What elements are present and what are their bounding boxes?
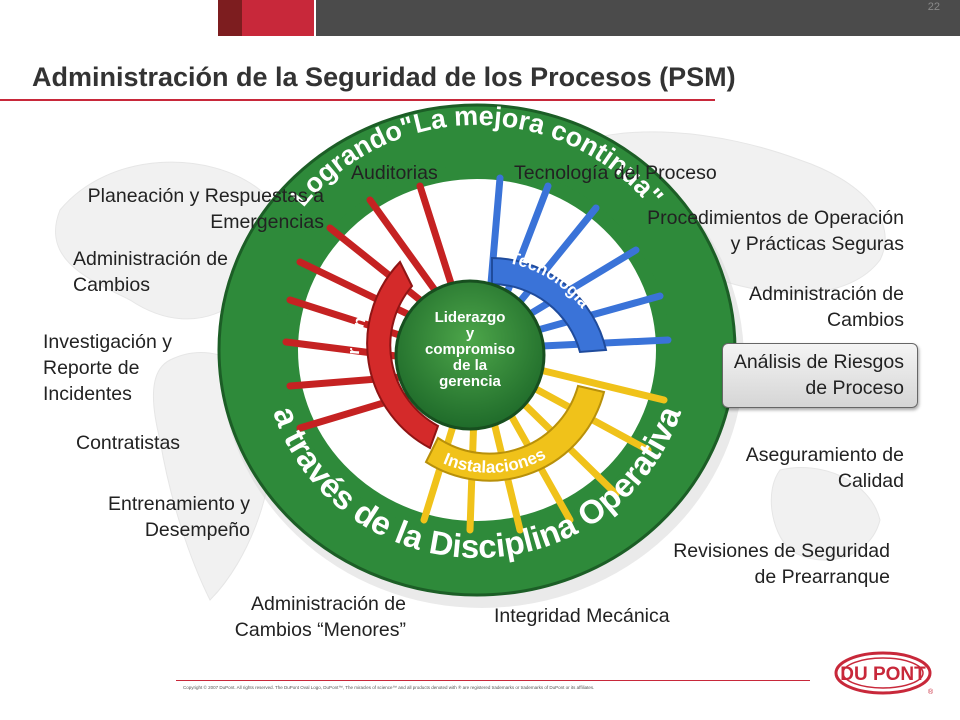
svg-text:®: ®: [928, 688, 933, 696]
label-admin-cambios-left: Administración de Cambios: [73, 246, 228, 298]
label-entrenamiento-line-2: Desempeño: [144, 519, 250, 541]
top-bar-divider: [314, 0, 316, 36]
label-analisis-riesgos-line-2: de Proceso: [805, 377, 904, 399]
label-aseguramiento-line-1: Aseguramiento de: [745, 444, 904, 466]
label-admin-menores-line-2: Cambios “Menores”: [234, 619, 406, 641]
label-integridad: Integridad Mecánica: [494, 603, 670, 629]
label-tecnologia-proceso-line-1: Tecnología del Proceso: [514, 162, 717, 184]
label-tecnologia-proceso: Tecnología del Proceso: [514, 160, 717, 186]
label-procedimientos-line-1: Procedimientos de Operación: [647, 207, 904, 229]
title-underline: [0, 99, 715, 101]
dupont-logo: DU PONT ®: [834, 651, 933, 696]
label-investigacion: Investigación y Reporte de Incidentes: [43, 329, 172, 407]
label-entrenamiento: Entrenamiento y Desempeño: [70, 491, 250, 543]
label-revisiones-line-2: de Prearranque: [754, 566, 890, 588]
label-entrenamiento-line-1: Entrenamiento y: [108, 493, 250, 515]
label-admin-cambios-right-line-2: Cambios: [827, 309, 904, 331]
hub-line-5: gerencia: [439, 373, 501, 390]
top-bar-red-block: [242, 0, 314, 36]
label-planeacion: Planeación y Respuestas a Emergencias: [74, 183, 324, 235]
label-admin-cambios-left-line-1: Administración de: [73, 248, 228, 270]
label-investigacion-line-2: Reporte de: [43, 357, 140, 379]
label-auditorias: Auditorias: [351, 160, 438, 186]
inner-rim: [284, 165, 670, 535]
hub-line-3: compromiso: [425, 341, 515, 358]
label-procedimientos: Procedimientos de Operación y Prácticas …: [604, 205, 904, 257]
label-admin-menores-line-1: Administración de: [251, 593, 406, 615]
label-admin-cambios-right-line-1: Administración de: [749, 283, 904, 305]
svg-text:DU PONT: DU PONT: [840, 664, 926, 685]
label-procedimientos-line-2: y Prácticas Seguras: [730, 233, 904, 255]
footer-line: [176, 680, 810, 681]
slide-title: Administración de la Seguridad de los Pr…: [32, 62, 736, 92]
label-analisis-riesgos-line-1: Análisis de Riesgos: [733, 351, 904, 373]
label-admin-cambios-left-line-2: Cambios: [73, 274, 150, 296]
page-number: 22: [927, 1, 940, 13]
label-revisiones-line-1: Revisiones de Seguridad: [673, 540, 890, 562]
personal-band: [366, 260, 440, 450]
tecnologia-band: [491, 256, 608, 354]
label-planeacion-line-2: Emergencias: [210, 211, 324, 233]
hub-circle: [394, 279, 546, 431]
label-admin-cambios-right: Administración de Cambios: [704, 281, 904, 333]
label-contratistas: Contratistas: [76, 430, 180, 456]
label-analisis-riesgos: Análisis de Riesgos de Proceso: [714, 349, 904, 401]
label-aseguramiento: Aseguramiento de Calidad: [704, 442, 904, 494]
hub-line-1: Liderazgo: [435, 309, 506, 326]
hub-text: Liderazgo y compromiso de la gerencia: [425, 309, 515, 390]
label-contratistas-line-1: Contratistas: [76, 432, 181, 454]
footer-copyright: Copyright © 2007 DuPont. All rights rese…: [183, 685, 595, 690]
label-auditorias-line-1: Auditorias: [351, 162, 438, 184]
label-aseguramiento-line-2: Calidad: [837, 470, 904, 492]
top-bar-dark-block: [218, 0, 242, 36]
label-investigacion-line-1: Investigación y: [43, 331, 172, 353]
label-investigacion-line-3: Incidentes: [43, 383, 132, 405]
label-revisiones: Revisiones de Seguridad de Prearranque: [630, 538, 890, 590]
highlight-box: [722, 343, 918, 408]
label-planeacion-line-1: Planeación y Respuestas a: [87, 185, 324, 207]
hub-line-4: de la: [453, 357, 488, 374]
label-integridad-line-1: Integridad Mecánica: [494, 605, 670, 627]
top-bar-gray-block: [316, 0, 960, 36]
hub-line-2: y: [466, 325, 475, 342]
label-admin-menores: Administración de Cambios “Menores”: [196, 591, 406, 643]
instalaciones-band: [424, 384, 606, 482]
top-bar: 22: [0, 0, 960, 36]
